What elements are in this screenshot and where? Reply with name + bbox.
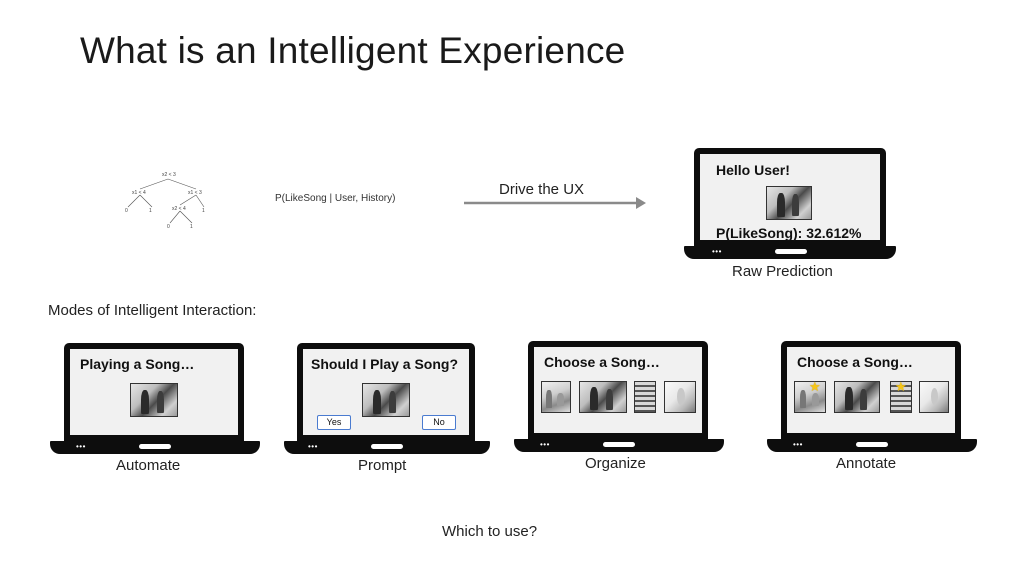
tree-leaf: 1 <box>202 208 205 214</box>
organize-caption: Organize <box>585 455 646 472</box>
song-thumbnail <box>362 383 410 417</box>
laptop-automate: Playing a Song… ••• <box>50 343 260 455</box>
laptop-notch <box>856 442 888 447</box>
screen-heading: Choose a Song… <box>797 354 913 370</box>
laptop-dots: ••• <box>793 440 803 449</box>
laptop-notch <box>371 444 403 449</box>
tree-leaf: 1 <box>190 224 193 230</box>
laptop-dots: ••• <box>540 440 550 449</box>
laptop-notch <box>139 444 171 449</box>
slide-title: What is an Intelligent Experience <box>80 30 626 71</box>
song-thumbnail <box>579 381 627 413</box>
laptop-annotate: Choose a Song… ★ ★ ••• <box>767 341 977 453</box>
song-thumbnail <box>834 381 880 413</box>
tree-leaf: 1 <box>149 208 152 214</box>
tree-root-node: x2 < 3 <box>162 172 176 178</box>
modes-label: Modes of Intelligent Interaction: <box>48 302 257 319</box>
right-arrow-icon <box>464 197 646 209</box>
raw-prediction-caption: Raw Prediction <box>732 263 833 280</box>
probability-formula: P(LikeSong | User, History) <box>275 193 396 204</box>
no-button[interactable]: No <box>422 415 456 430</box>
tree-left-node: x1 < 4 <box>132 190 146 196</box>
laptop-notch <box>603 442 635 447</box>
laptop-organize: Choose a Song… ••• <box>514 341 724 453</box>
song-thumbnail <box>766 186 812 220</box>
screen-heading: Choose a Song… <box>544 354 660 370</box>
closing-question: Which to use? <box>442 523 538 540</box>
song-thumbnail <box>664 381 696 413</box>
song-thumbnail <box>130 383 178 417</box>
arrow-label: Drive the UX <box>499 181 585 198</box>
song-thumbnail <box>919 381 949 413</box>
song-thumbnail <box>890 381 912 413</box>
decision-tree-diagram: x2 < 3 x1 < 4 x1 < 3 0 1 x2 < 4 1 0 1 <box>125 172 205 230</box>
prompt-caption: Prompt <box>358 457 407 474</box>
yes-button[interactable]: Yes <box>317 415 351 430</box>
automate-caption: Automate <box>116 457 181 474</box>
song-thumbnail <box>794 381 826 413</box>
screen-heading: Playing a Song… <box>80 356 195 372</box>
tree-right-node: x1 < 3 <box>188 190 202 196</box>
tree-leaf: 0 <box>125 208 128 214</box>
laptop-dots: ••• <box>76 442 86 451</box>
annotate-caption: Annotate <box>836 455 897 472</box>
song-thumbnail <box>634 381 656 413</box>
screen-heading: Should I Play a Song? <box>311 356 459 372</box>
screen-heading: Hello User! <box>716 162 790 178</box>
laptop-dots: ••• <box>712 247 722 256</box>
tree-leaf: 0 <box>167 224 170 230</box>
star-icon: ★ <box>895 379 907 394</box>
star-icon: ★ <box>809 379 821 394</box>
prediction-value: P(LikeSong): 32.612% <box>716 225 862 241</box>
laptop-dots: ••• <box>308 442 318 451</box>
laptop-prompt: Should I Play a Song? Yes No ••• <box>284 343 490 455</box>
laptop-raw-prediction: Hello User! P(LikeSong): 32.612% ••• <box>684 148 896 260</box>
song-thumbnail <box>541 381 571 413</box>
laptop-notch <box>775 249 807 254</box>
tree-mid-node: x2 < 4 <box>172 206 186 212</box>
